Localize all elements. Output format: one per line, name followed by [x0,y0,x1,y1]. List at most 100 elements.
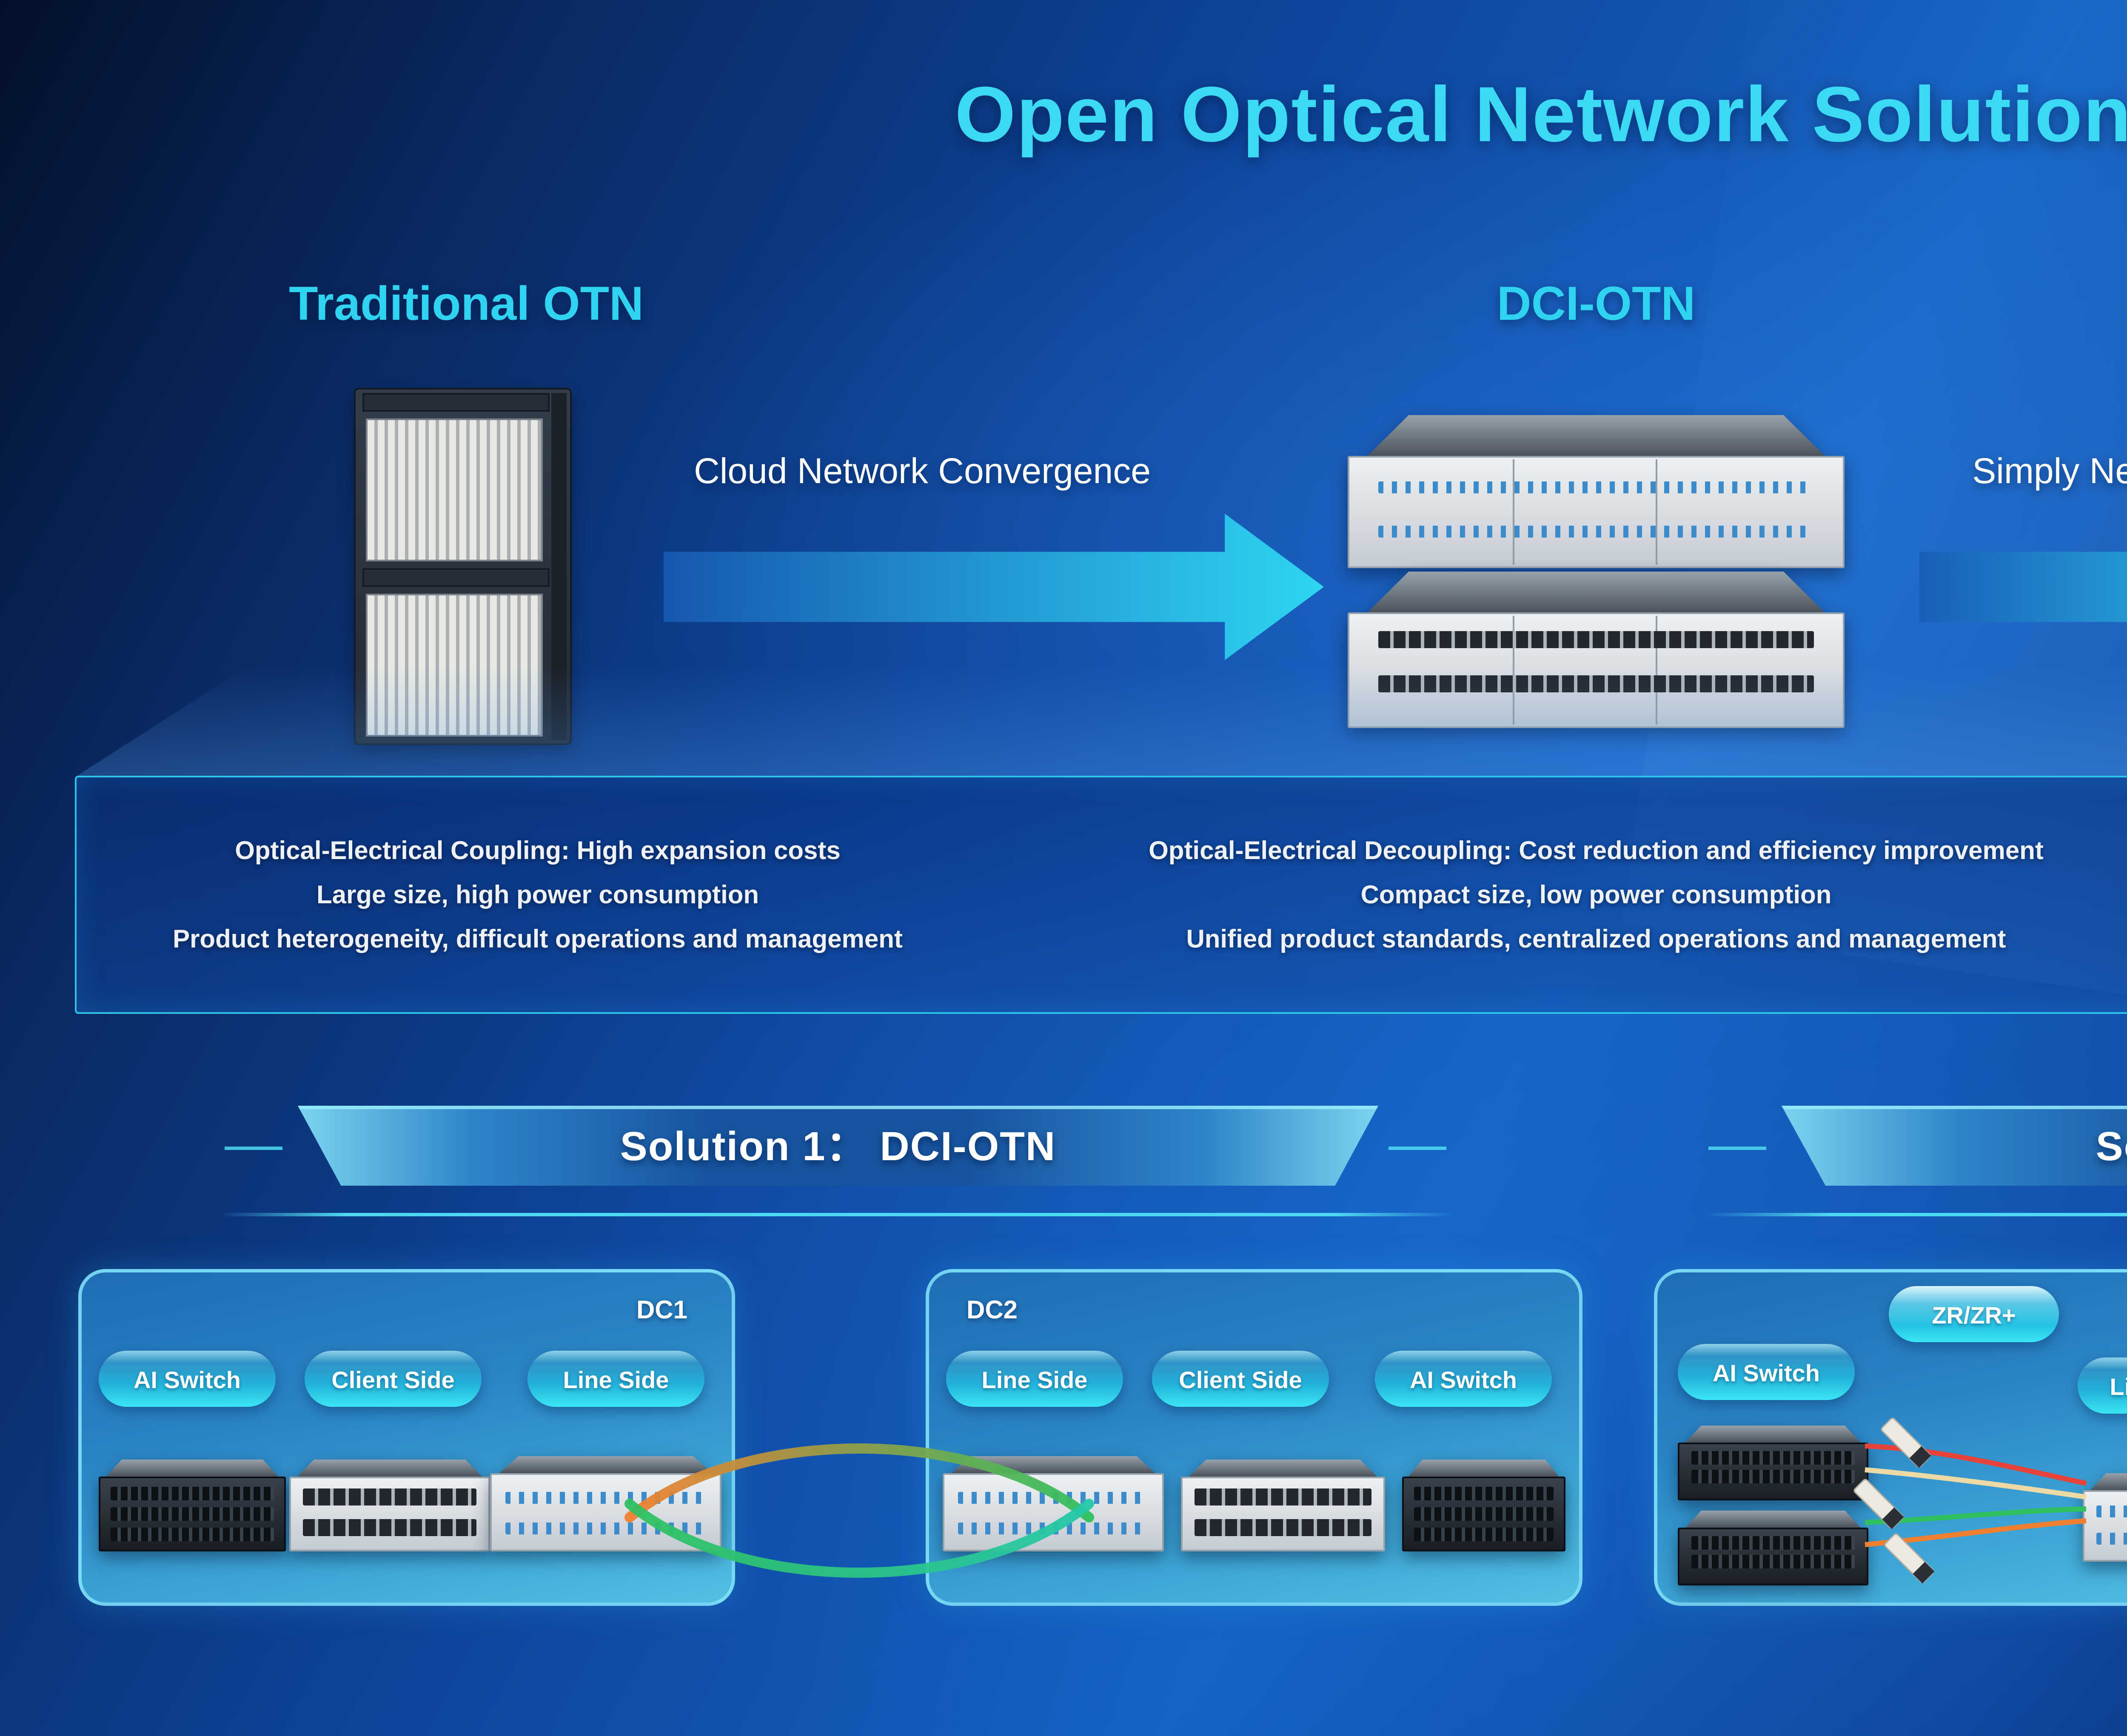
banner-accent-line [1708,1147,1766,1150]
port-row [111,1507,274,1521]
solution1-banner-underline [221,1213,1457,1216]
flow-arrow-right-icon [1919,514,2127,660]
port-row [957,1523,1149,1534]
port-row [1195,1488,1371,1505]
solution1-dc2-panel: DC2 Line Side Client Side AI Switch [926,1269,1582,1606]
solution1-dc1-panel: DC1 AI Switch Client Side Line Side [78,1269,735,1606]
port-row [1691,1555,1856,1568]
summary-line: Unified product standards, centralized o… [1186,925,2006,954]
cabinet-side-rail [551,393,567,740]
dci-otn-device-upper [1348,415,1845,568]
chassis-lid [951,1456,1155,1473]
chassis-lid [1408,1460,1559,1477]
chassis-face [289,1477,490,1551]
summary-line: Optical-Electrical Coupling: High expans… [235,837,841,866]
port-row [111,1487,274,1500]
ai-switch-device [1678,1511,1868,1585]
chassis-lid [297,1460,482,1477]
ai-switch-device [99,1460,286,1551]
port-row [1413,1528,1554,1541]
port-row [302,1519,477,1536]
page-title: Open Optical Network Solution [955,70,2127,158]
port-row [1691,1536,1856,1550]
port-row [1413,1507,1554,1521]
chassis-face [99,1477,286,1551]
banner-accent-line [1389,1147,1446,1150]
cabinet-shelf-upper [366,418,543,561]
dc-label: DC2 [967,1296,1018,1325]
arrow-label-cloud-network-convergence: Cloud Network Convergence [694,452,1151,492]
pill-line-side: Line Side [527,1351,704,1407]
chassis-lid [106,1460,279,1477]
cabinet-mid-bar [362,568,550,587]
arrow-label-simply-network: Simply Network [1972,452,2127,492]
summary-line: Optical-Electrical Decoupling: Cost redu… [1149,837,2044,866]
line-side-device [490,1456,721,1551]
ai-switch-device [1402,1460,1565,1551]
module-divider [1655,616,1657,724]
pill-client-side: Client Side [305,1351,482,1407]
cabinet-shelf-lower [366,594,543,737]
chassis-face [1678,1443,1868,1500]
solution2-banner-underline [1705,1213,2127,1216]
port-row [302,1488,477,1505]
pill-zr-zr-plus: ZR/ZR+ [1889,1286,2059,1342]
port-row [1413,1487,1554,1500]
port-row [2096,1533,2127,1545]
chassis-lid [1367,572,1825,612]
port-row [111,1528,274,1541]
chassis-lid [1367,415,1825,456]
port-row [2096,1505,2127,1517]
port-row [1379,675,1813,692]
summary-line: Large size, high power consumption [316,881,759,910]
ai-switch-device [1678,1426,1868,1500]
module-divider [1655,460,1657,564]
solution2-banner: Solution 2： IP+Optical [1782,1106,2127,1186]
summary-line: Product heterogeneity, difficult operati… [173,925,903,954]
port-row [1379,526,1813,538]
column-header-traditional-otn: Traditional OTN [289,277,644,330]
banner-accent-line [225,1147,282,1150]
client-side-device [1181,1460,1385,1551]
pill-ai-switch: AI Switch [1678,1344,1855,1400]
port-row [1195,1519,1371,1536]
chassis-face [2083,1490,2127,1562]
chassis-face [1348,456,1845,568]
summary-band [75,776,2127,1014]
traditional-otn-device [354,388,572,745]
chassis-face [1678,1528,1868,1585]
chassis-lid [1685,1511,1861,1528]
chassis-face [1348,612,1845,728]
port-row [1379,631,1813,648]
flow-arrow-right-icon [664,514,1324,660]
port-row [505,1523,706,1534]
port-row [505,1492,706,1504]
chassis-face [1181,1477,1385,1551]
chassis-face [490,1473,721,1551]
chassis-lid [1685,1426,1861,1443]
chassis-face [1402,1477,1565,1551]
port-row [957,1492,1149,1504]
chassis-lid [1189,1460,1377,1477]
pill-line-side: Line Side [946,1351,1123,1407]
dc-label: DC1 [636,1296,687,1325]
module-divider [1512,616,1514,724]
solution1-banner: Solution 1： DCI-OTN [298,1106,1378,1186]
summary-line: Compact size, low power consumption [1360,881,1832,910]
cabinet-top-bar [362,393,550,412]
column-header-dci-otn: DCI-OTN [1497,277,1696,330]
port-row [1691,1451,1856,1465]
dci-otn-device-lower [1348,572,1845,728]
pill-ai-switch: AI Switch [99,1351,276,1407]
chassis-lid [2090,1473,2127,1490]
chassis-lid [499,1456,713,1473]
pill-client-side: Client Side [1152,1351,1329,1407]
line-side-device [2083,1473,2127,1562]
chassis-face [943,1473,1164,1551]
module-divider [1512,460,1514,564]
solution2-dc1-panel: DC1 AI Switch ZR/ZR+ Line Side [1654,1269,2127,1606]
port-row [1379,481,1813,493]
summary-traditional-otn: Optical-Electrical Coupling: High expans… [102,830,973,963]
summary-dci-otn: Optical-Electrical Decoupling: Cost redu… [1052,830,2127,963]
